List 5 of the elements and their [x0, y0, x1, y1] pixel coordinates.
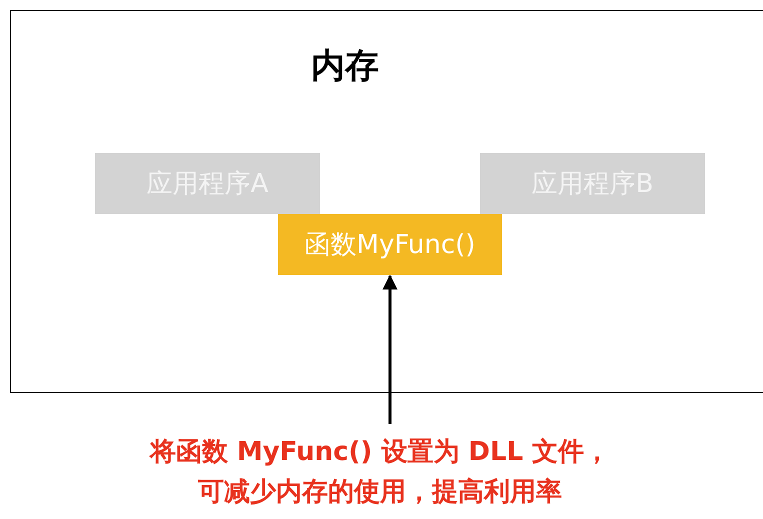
note-text: 将函数 MyFunc() 设置为 DLL 文件，可减少内存的使用，提高利用率 — [145, 432, 615, 512]
arrow — [382, 274, 398, 424]
memory-frame — [10, 10, 763, 393]
function-box: 函数MyFunc() — [278, 214, 502, 275]
heading: 内存 — [311, 45, 379, 88]
